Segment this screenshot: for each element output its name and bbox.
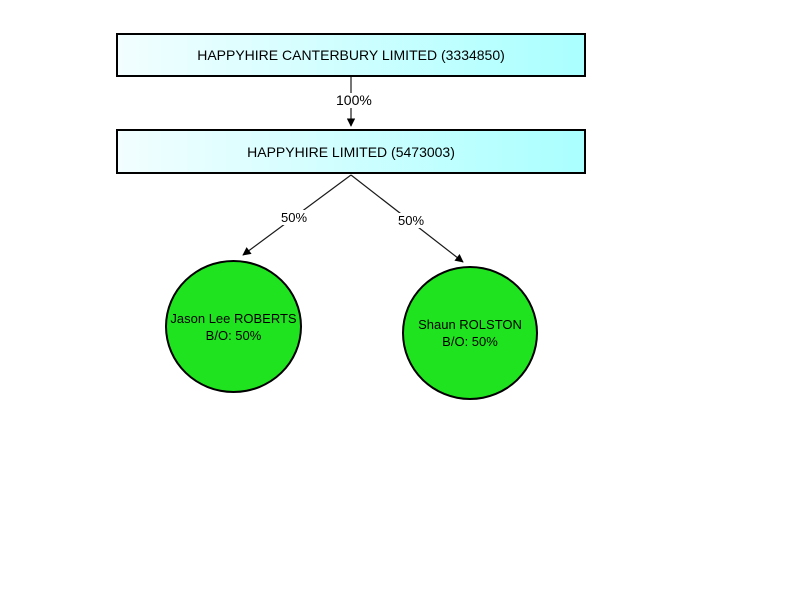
owner-node-shaun-rolston: Shaun ROLSTON B/O: 50%: [402, 266, 538, 400]
owner-share: B/O: 50%: [442, 334, 498, 349]
company-node-label: HAPPYHIRE LIMITED (5473003): [247, 143, 455, 160]
edge-label-100-percent: 100%: [335, 92, 373, 108]
edge-label-50-percent-left: 50%: [280, 210, 309, 225]
owner-name: Jason Lee ROBERTS: [170, 310, 297, 326]
company-node-label: HAPPYHIRE CANTERBURY LIMITED (3334850): [197, 47, 505, 63]
company-node-happyhire-limited: HAPPYHIRE LIMITED (5473003): [116, 129, 586, 174]
company-node-happyhire-canterbury: HAPPYHIRE CANTERBURY LIMITED (3334850): [116, 33, 586, 77]
owner-name: Shaun ROLSTON: [418, 317, 522, 332]
owner-share: B/O: 50%: [205, 327, 262, 343]
owner-node-jason-lee-roberts: Jason Lee ROBERTS B/O: 50%: [165, 260, 302, 393]
edge-label-50-percent-right: 50%: [397, 213, 426, 228]
